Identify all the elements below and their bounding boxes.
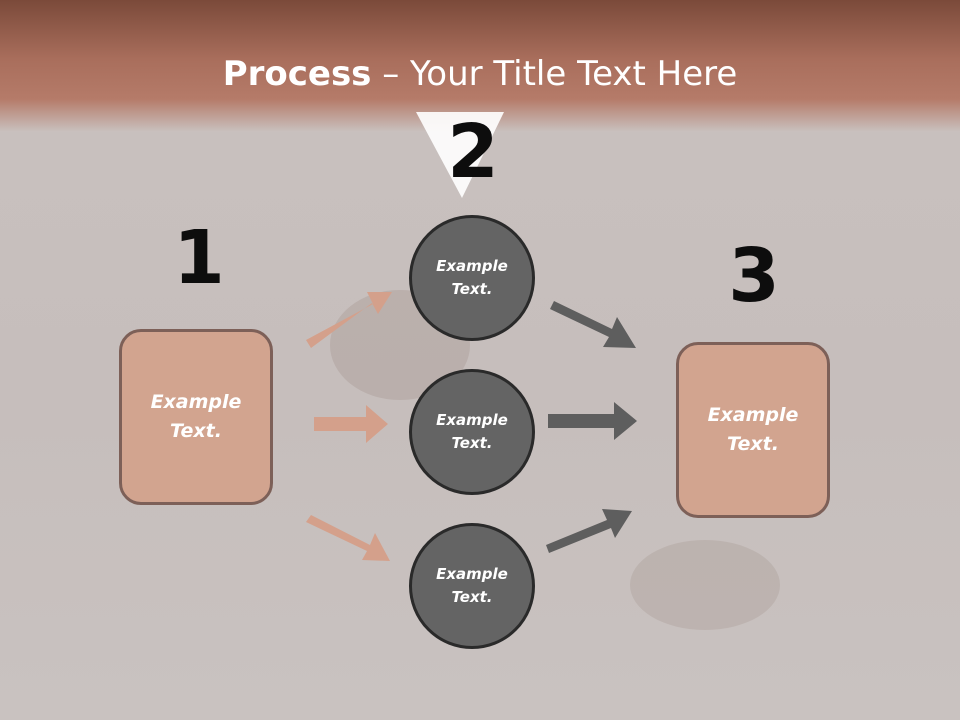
- step-1-text: Example Text.: [150, 391, 242, 442]
- circle-1-text: Example Text.: [436, 257, 508, 298]
- circle-3-text: Example Text.: [436, 565, 508, 606]
- arrow-circle-3-to-3: [546, 509, 632, 553]
- pointer-triangle: [416, 112, 504, 198]
- step-3-box: Example Text.: [676, 342, 830, 518]
- circle-2: Example Text.: [409, 369, 535, 495]
- step-number-2: 2: [447, 109, 499, 195]
- step-3-text: Example Text.: [707, 404, 799, 455]
- step-number-1: 1: [173, 215, 225, 301]
- title-bar: [0, 0, 960, 132]
- title-rest: – Your Title Text Here: [371, 54, 738, 94]
- arrow-to-circle-1: [306, 292, 392, 348]
- arrow-to-circle-3: [306, 515, 390, 561]
- slide-title: Process – Your Title Text Here: [0, 52, 960, 96]
- title-bold: Process: [222, 54, 372, 94]
- circle-1: Example Text.: [409, 215, 535, 341]
- step-number-3: 3: [728, 233, 780, 319]
- step-1-box: Example Text.: [119, 329, 273, 505]
- circle-2-text: Example Text.: [436, 411, 508, 452]
- arrow-circle-2-to-3: [548, 402, 637, 440]
- arrow-circle-1-to-3: [550, 301, 636, 348]
- circle-3: Example Text.: [409, 523, 535, 649]
- arrow-to-circle-2: [314, 405, 388, 443]
